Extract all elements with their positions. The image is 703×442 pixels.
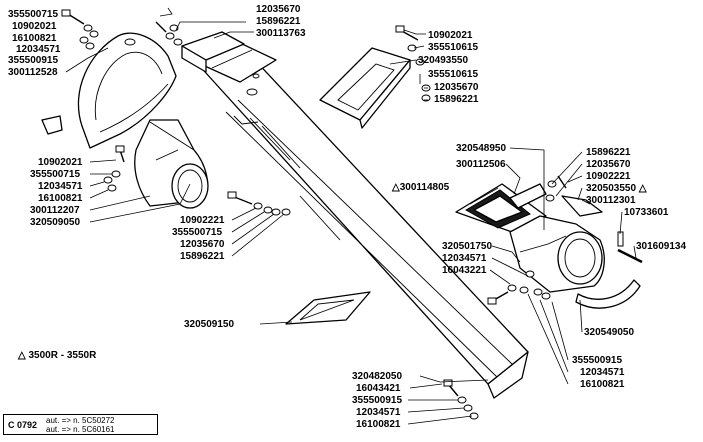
label-10902221: 10902221 [586,171,631,182]
variant-note: △ 3500R - 3550R [18,350,97,361]
label-16100821: 16100821 [580,379,625,390]
label-320503550: 320503550 △ [586,183,647,194]
label-12035670: 12035670 [434,82,479,93]
label-301609134: 301609134 [636,241,686,252]
label-320549050: 320549050 [584,327,634,338]
label-15896221: 15896221 [256,16,301,27]
main-chute [195,41,529,399]
hardware-set-bottom [443,379,479,420]
label-10902021: 10902021 [428,30,473,41]
label-12035670: 12035670 [586,159,631,170]
hardware-set-right-mid [487,270,551,305]
label-355510615: 355510615 [428,42,478,53]
label-320509050: 320509050 [30,217,80,228]
footnote-box: C 0792 aut. => n. 5C50272 aut. => n. 5C6… [3,414,158,435]
label-12034571: 12034571 [442,253,487,264]
label-10902021: 10902021 [38,157,83,168]
deflector-flap [575,279,641,309]
label-12035670: 12035670 [180,239,225,250]
label-320509150: 320509150 [184,319,234,330]
label-355500915: 355500915 [572,355,622,366]
footnote-line-2: aut. => n. 5C60161 [46,425,115,434]
label-300112506: 300112506 [456,159,506,170]
label-300112528: 300112528 [8,67,58,78]
label-16043221: 16043221 [442,265,487,276]
lower-spout [285,291,371,325]
label-10902021: 10902021 [12,21,57,32]
label-10733601: 10733601 [624,207,669,218]
label-355500715: 355500715 [30,169,80,180]
label-10902221: 10902221 [180,215,225,226]
label-320493550: 320493550 [418,55,468,66]
label-320501750: 320501750 [442,241,492,252]
label-15896221: 15896221 [586,147,631,158]
label-16100821: 16100821 [38,193,83,204]
label-355500915: 355500915 [352,395,402,406]
label-355500715: 355500715 [172,227,222,238]
right-chute-head [455,183,547,233]
hardware-set-top-center [155,21,183,46]
footnote-line-1: aut. => n. 5C50272 [46,416,115,425]
label-15896221: 15896221 [434,94,479,105]
hardware-set-center [227,191,291,216]
hardware-set-left-mid [103,145,125,192]
label-355510615: 355510615 [428,69,478,80]
label-320548950: 320548950 [456,143,506,154]
label-16100821: 16100821 [356,419,401,430]
top-bracket [181,31,245,73]
label-16100821: 16100821 [12,33,57,44]
hardware-set-top-right [395,25,431,102]
label-300114805: △300114805 [391,182,450,193]
left-hood [41,32,177,149]
label-300113763: 300113763 [256,28,306,39]
figure-code: C 0792 [8,420,38,430]
label-12035670: 12035670 [256,4,301,15]
left-elbow [134,119,209,209]
top-right-plate [319,47,411,129]
label-12034571: 12034571 [356,407,401,418]
label-12034571: 12034571 [38,181,83,192]
label-355500915: 355500915 [8,55,58,66]
label-300112301: 300112301 [586,195,636,206]
label-300112207: 300112207 [30,205,80,216]
label-12034571: 12034571 [16,44,61,55]
part-labels: 355500715 10902021 16100821 12034571 355… [8,4,686,430]
label-12034571: 12034571 [580,367,625,378]
leader-lines [65,7,637,425]
label-355500715: 355500715 [8,9,58,20]
hardware-set-top-left [61,9,99,50]
label-320482050: 320482050 [352,371,402,382]
label-15896221: 15896221 [180,251,225,262]
label-16043421: 16043421 [356,383,401,394]
hardware-set-right-top [545,175,567,202]
